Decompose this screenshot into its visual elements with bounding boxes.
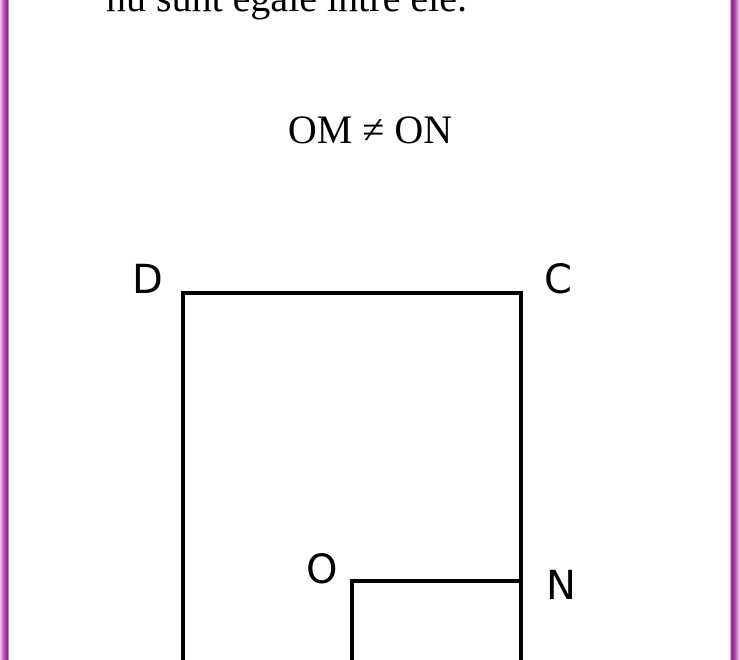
label-o: O xyxy=(306,547,337,593)
square-om-on xyxy=(350,579,521,660)
label-c: C xyxy=(544,257,572,303)
cut-off-sentence: nu sunt egale între ele. xyxy=(106,0,467,21)
label-n: N xyxy=(546,563,576,609)
rectangle-outline xyxy=(181,291,523,660)
formula: OM ≠ ON xyxy=(287,107,453,152)
page-border-right xyxy=(730,0,740,660)
label-d: D xyxy=(132,257,163,303)
page-border-left xyxy=(0,0,9,660)
